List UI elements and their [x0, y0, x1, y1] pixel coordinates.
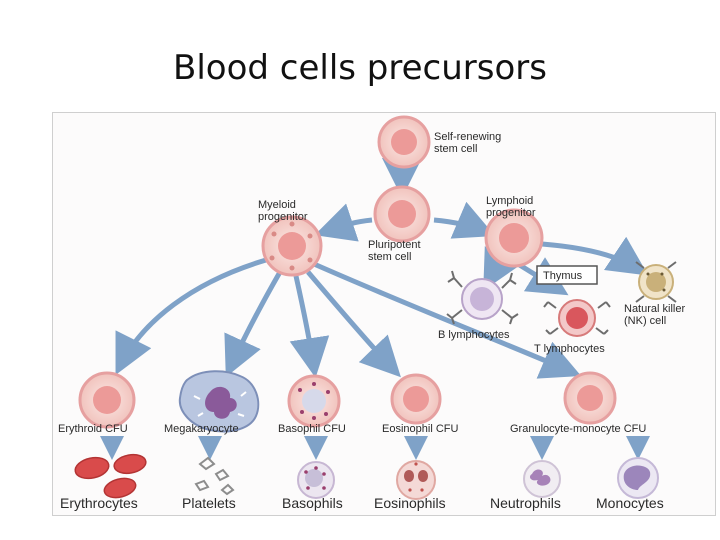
nk-label-line2: (NK) cell	[624, 315, 666, 327]
cfu-label-erythroid: Erythroid CFU	[58, 423, 128, 435]
thymus-box	[536, 265, 598, 285]
eosinophils-cell	[396, 460, 436, 500]
platelets-cells	[194, 456, 235, 496]
pluripotent-label-line2: stem cell	[368, 251, 411, 263]
hematopoiesis-diagram: Self-renewing stem cell Myeloid progenit…	[52, 112, 716, 516]
lymphoid-progenitor-cell	[484, 208, 544, 268]
mature-label-basophils: Basophils	[282, 495, 343, 511]
stem-label-line1: Self-renewing	[434, 131, 501, 143]
neutrophils-cell	[523, 460, 561, 498]
mature-arrows	[100, 436, 650, 460]
diagram-canvas: Self-renewing stem cell Myeloid progenit…	[58, 115, 685, 511]
cfu-label-eosinophil: Eosinophil CFU	[382, 423, 458, 435]
stem-cell	[377, 115, 431, 169]
myeloid-progenitor-cell	[261, 215, 323, 277]
lymphoid-label-line1: Lymphoid	[486, 195, 533, 207]
b-lymphocytes-label: B lymphocytes	[438, 329, 510, 341]
arrow-myeloid-to-granulocyte	[312, 261, 582, 379]
mature-label-erythrocytes: Erythrocytes	[60, 495, 138, 511]
granulocyte-monocyte-cfu-cell	[563, 371, 617, 425]
myeloid-label-line1: Myeloid	[258, 199, 296, 211]
thymus-label: Thymus	[543, 270, 583, 282]
cfu-label-megakaryocyte: Megakaryocyte	[164, 423, 239, 435]
stem-label-line2: stem cell	[434, 143, 477, 155]
eosinophil-cfu-cell	[390, 373, 442, 425]
arrow-lymphoid-to-b	[483, 246, 520, 291]
arrow-myeloid-to-eosinophil	[306, 270, 401, 378]
lymphoid-label-line2: progenitor	[486, 207, 536, 219]
arrow-myeloid-to-basophil	[289, 275, 330, 378]
arrow-lymphoid-to-nk	[541, 236, 649, 276]
arrow-myeloid-to-erythroid	[115, 257, 267, 375]
mature-label-platelets: Platelets	[182, 495, 236, 511]
megakaryocyte-cell	[178, 370, 260, 433]
pluripotent-label-line1: Pluripotent	[368, 239, 421, 251]
cfu-label-basophil: Basophil CFU	[278, 423, 346, 435]
nk-cell	[635, 261, 677, 303]
labels: Self-renewing stem cell Myeloid progenit…	[58, 131, 685, 511]
monocytes-cell	[617, 457, 659, 499]
mature-label-eosinophils: Eosinophils	[374, 495, 446, 511]
nk-label-line1: Natural killer	[624, 303, 685, 315]
basophil-cfu-cell	[287, 374, 341, 428]
mature-label-neutrophils: Neutrophils	[490, 495, 561, 511]
b-lymphocyte-cell	[446, 270, 519, 325]
pluripotent-cell	[373, 185, 431, 243]
arrow-myeloid-to-megakaryocyte	[224, 270, 283, 378]
t-lymphocyte-cell	[543, 299, 611, 337]
erythrocytes-cells	[74, 453, 147, 499]
basophils-cell	[297, 461, 335, 499]
t-lymphocytes-label: T lymphocytes	[534, 343, 605, 355]
cfu-label-granulocyte-monocyte: Granulocyte-monocyte CFU	[510, 423, 646, 435]
arrow-pluripotent-to-myeloid	[314, 203, 373, 242]
arrow-pluripotent-to-lymphoid	[433, 201, 496, 239]
myeloid-label-line2: progenitor	[258, 211, 308, 223]
erythroid-cfu-cell	[78, 371, 136, 429]
slide-title: Blood cells precursors	[173, 48, 547, 88]
mature-label-monocytes: Monocytes	[596, 495, 664, 511]
